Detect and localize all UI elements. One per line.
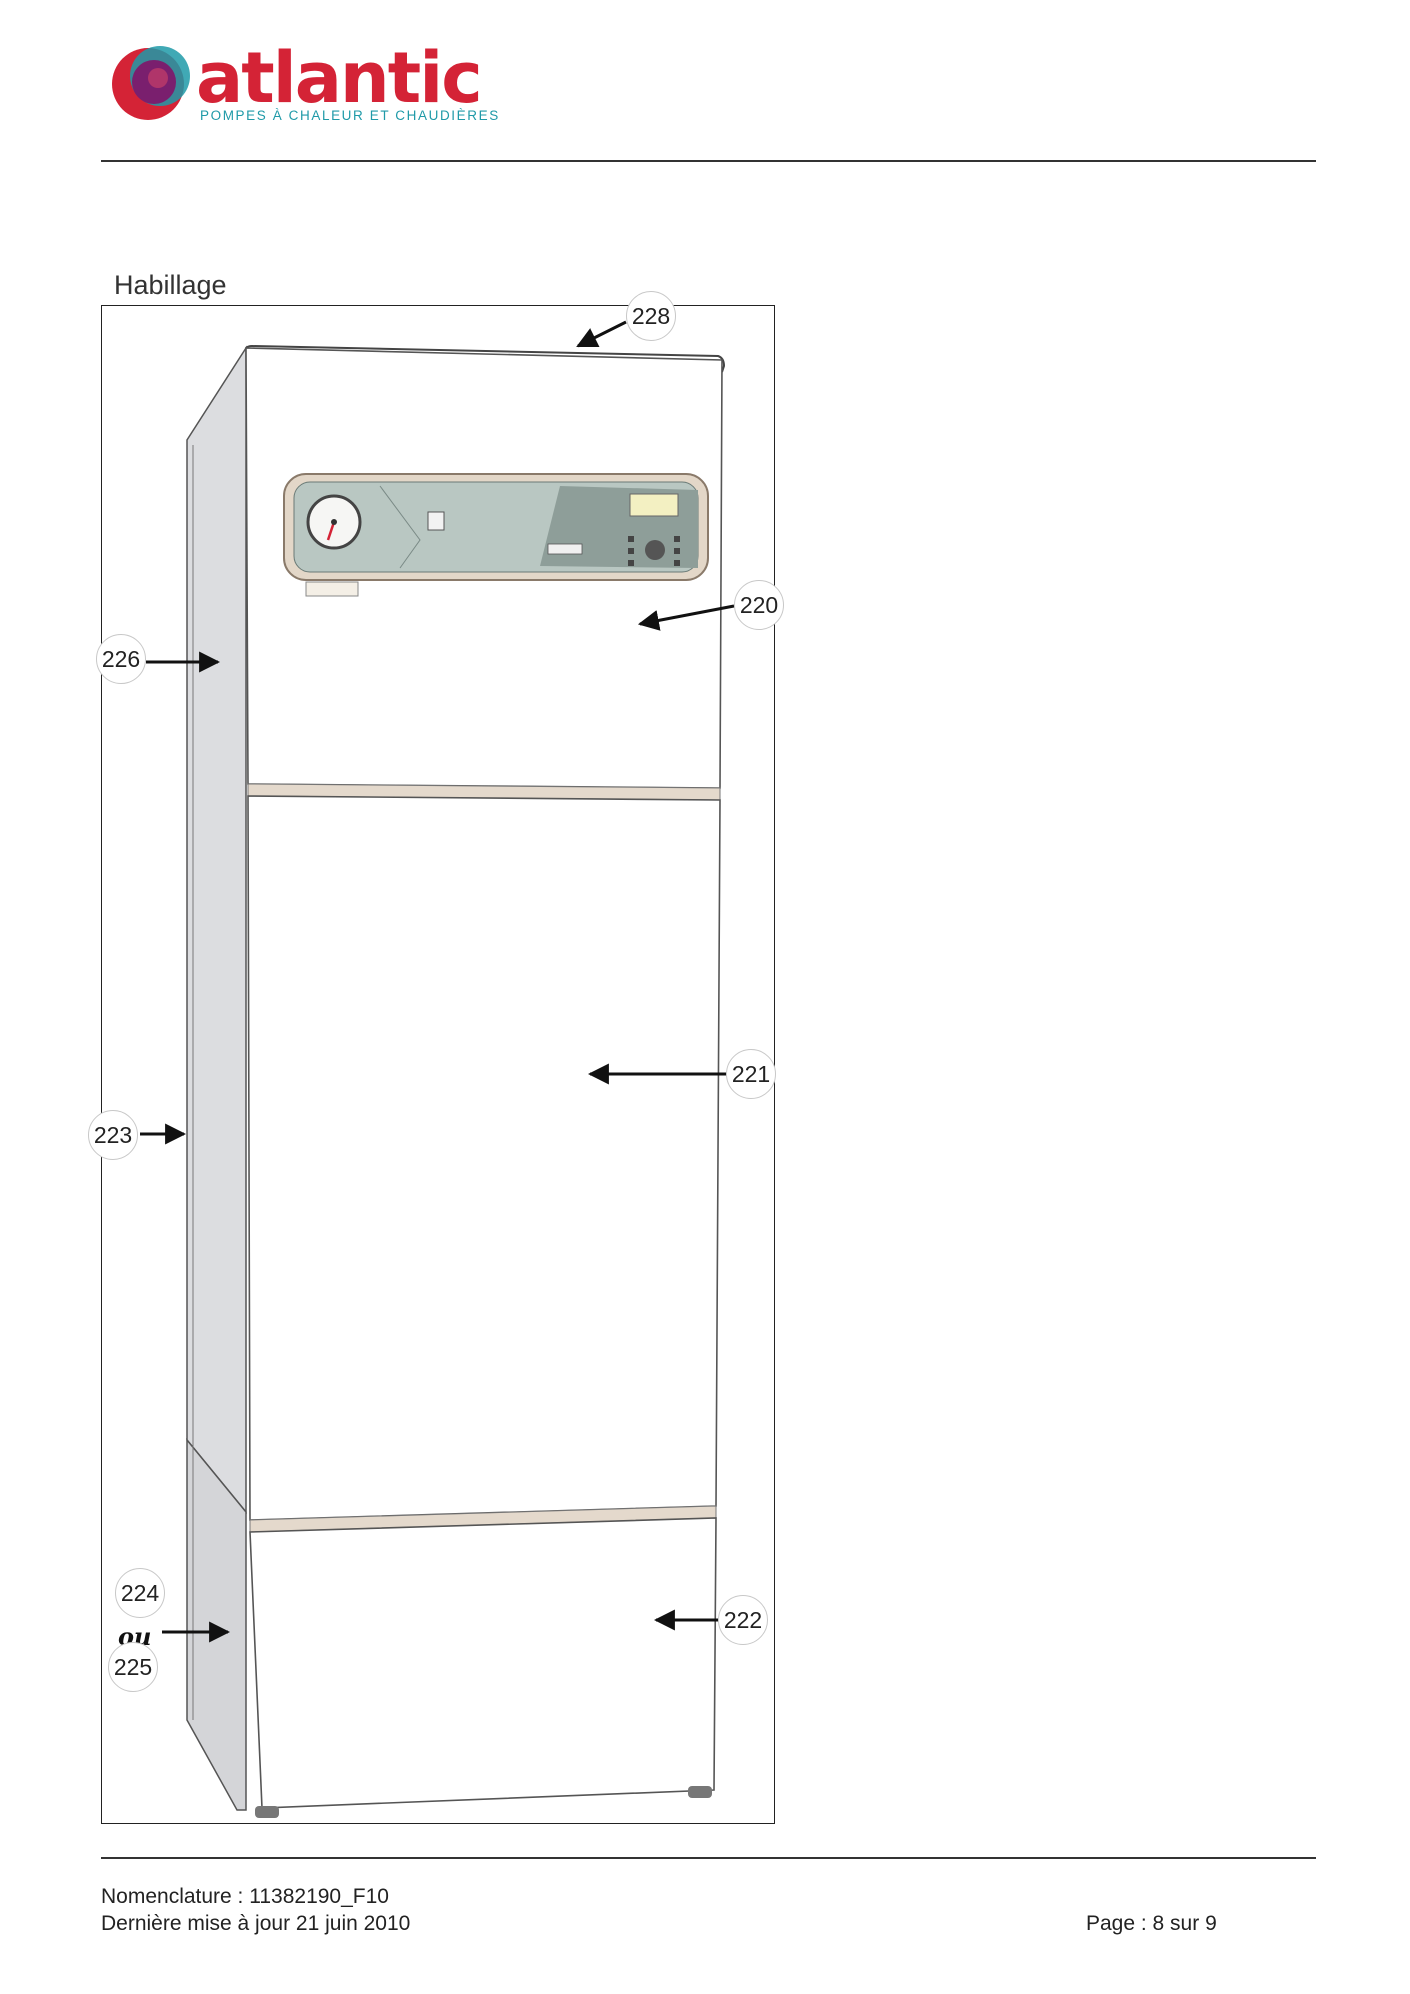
brand-name: atlantic [196,37,483,119]
callout-224: 224 [115,1568,165,1618]
callout-221: 221 [726,1049,776,1099]
section-title: Habillage [114,270,227,300]
model-label [305,581,359,597]
callout-222: 222 [718,1595,768,1645]
footer-divider [101,1857,1316,1859]
arrow-220 [637,604,735,631]
footer-page-number: Page : 8 sur 9 [1086,1912,1217,1935]
front-panel-lower [249,1517,717,1809]
arrow-228 [576,320,627,348]
callout-228: 228 [626,291,676,341]
atlantic-logo-icon [112,46,190,120]
side-panel [186,345,247,1515]
footer-update-date: Dernière mise à jour 21 juin 2010 [101,1912,411,1935]
brand-logo: atlantic POMPES À CHALEUR ET CHAUDIÈRES [110,36,498,136]
header-divider [101,160,1316,162]
callout-226: 226 [96,634,146,684]
callout-220: 220 [734,580,784,630]
footer-nomenclature: Nomenclature : 11382190_F10 [101,1885,389,1908]
top-panel [245,344,726,373]
callout-223: 223 [88,1110,138,1160]
callout-225: 225 [108,1642,158,1692]
brand-tagline: POMPES À CHALEUR ET CHAUDIÈRES [200,108,500,123]
front-panel-middle [247,795,721,1521]
